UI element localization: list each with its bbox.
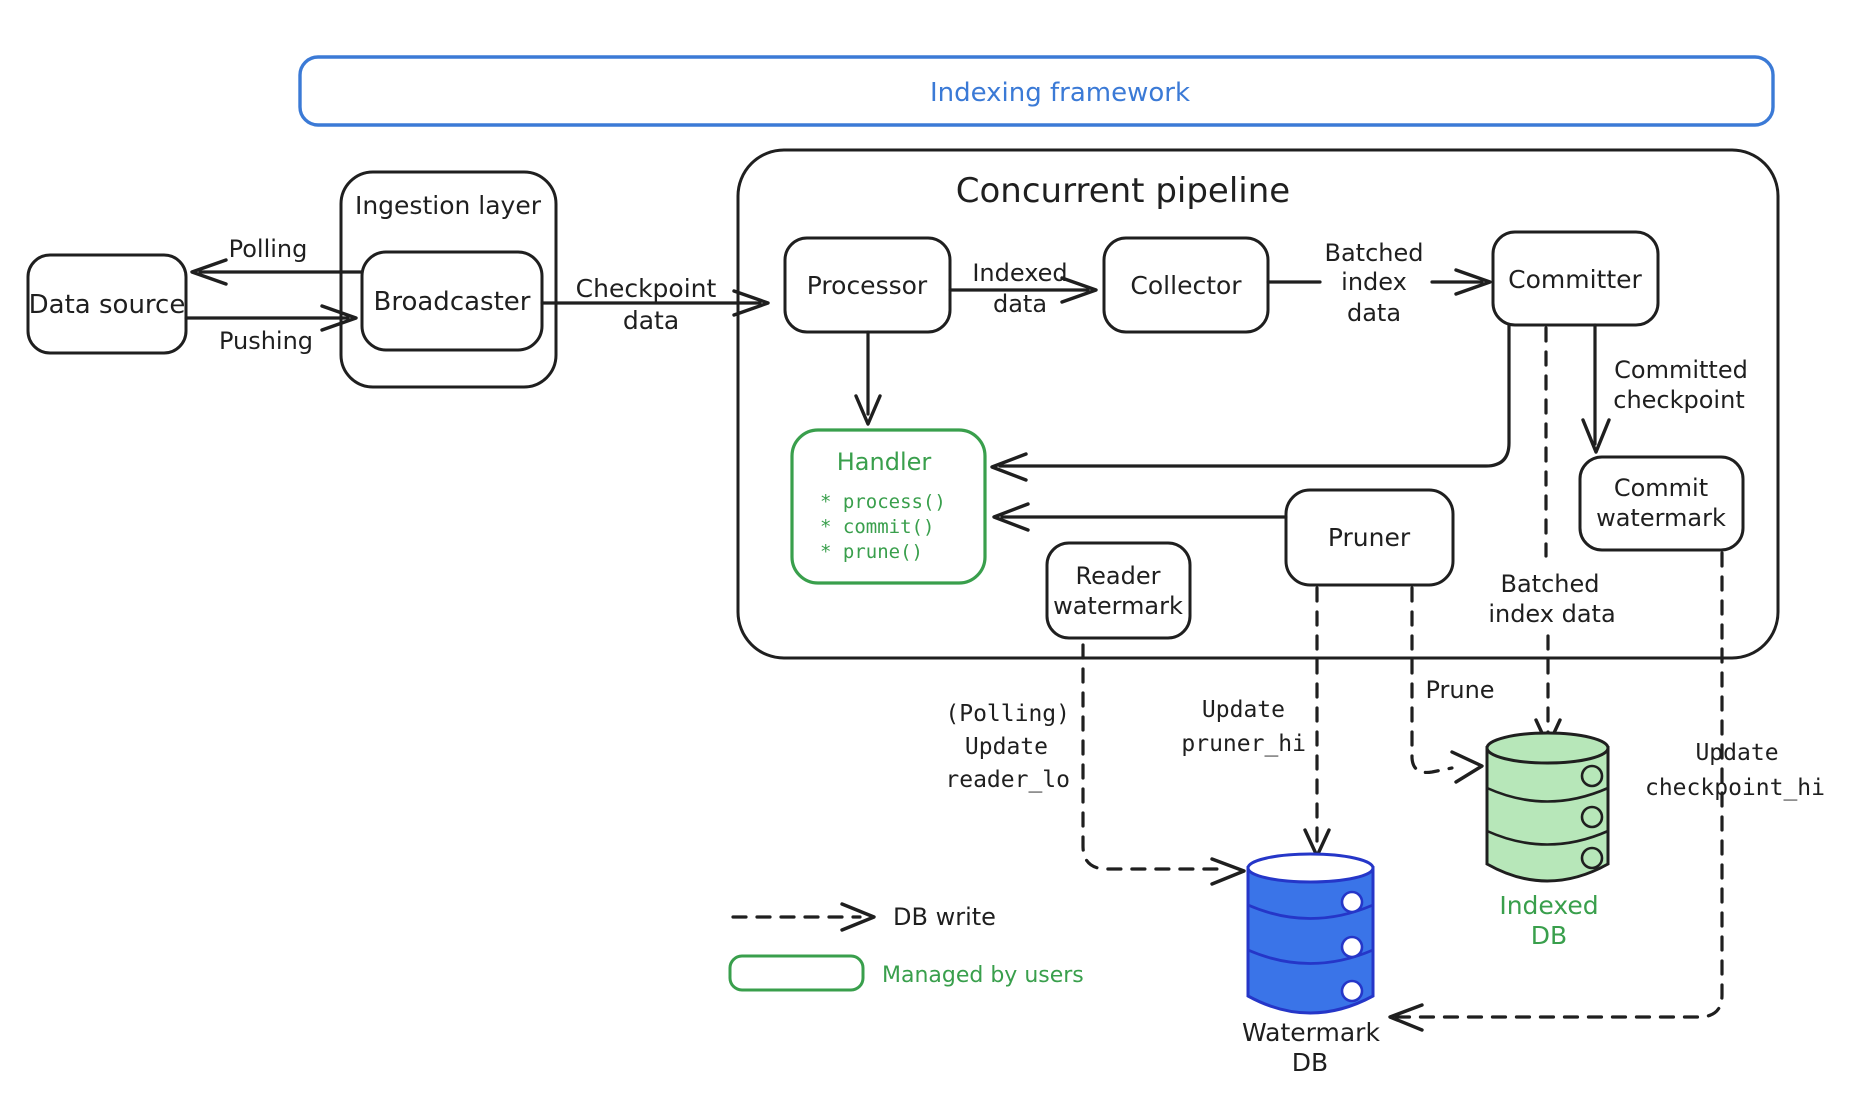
broadcaster-box (360, 250, 544, 352)
update-pruner-hi-edge: Update pruner_hi (1181, 586, 1331, 858)
prune-label: Prune (1425, 676, 1494, 704)
watermark-db-dot-2 (1340, 935, 1364, 959)
pruner-box (1284, 488, 1455, 587)
pruner-to-handler-arrow (992, 502, 1288, 532)
broadcaster-node: Broadcaster (360, 250, 544, 352)
watermark-db-dot-3 (1340, 979, 1364, 1003)
committer-to-handler-arrow (990, 323, 1511, 482)
commit-watermark-node: Commit watermark (1578, 455, 1745, 552)
pushing-arrow: Pushing (184, 304, 358, 355)
ingestion-layer-label: Ingestion layer (355, 191, 542, 220)
checkpoint-data-arrow: Checkpoint data (540, 274, 770, 335)
concurrent-pipeline-box (736, 148, 1780, 660)
legend-user-box-swatch (728, 954, 865, 992)
handler-method-process: * process() (820, 491, 946, 513)
indexed-db-label-2: DB (1531, 921, 1567, 950)
polling-arrow: Polling (190, 235, 364, 286)
indexing-framework-frame: Indexing framework (298, 55, 1775, 127)
indexed-db-dot-2 (1580, 805, 1604, 829)
batched-index-data-top-1: Batched (1325, 239, 1424, 267)
indexed-db-label-1: Indexed (1499, 891, 1598, 920)
batched-index-data-bottom-1: Batched (1501, 570, 1600, 598)
collector-box (1102, 236, 1270, 334)
legend-managed-by-users: Managed by users (728, 954, 1084, 992)
update-checkpoint-hi-label-1: Update (1695, 740, 1778, 766)
ingestion-layer-node: Ingestion layer Broadcaster (339, 170, 558, 389)
indexing-framework-title: Indexing framework (930, 78, 1190, 108)
batched-index-data-arrow: Batched index data (1266, 239, 1492, 327)
commit-watermark-box (1578, 455, 1745, 552)
handler-title: Handler (837, 448, 932, 476)
watermark-db: Watermark DB (1242, 852, 1380, 1077)
handler-method-commit: * commit() (820, 516, 934, 538)
committed-checkpoint-arrow: Committed checkpoint (1581, 323, 1748, 454)
concurrent-pipeline-title: Concurrent pipeline (956, 171, 1290, 211)
update-pruner-hi-label-1: Update (1202, 697, 1285, 723)
data-source-node: Data source (26, 253, 188, 355)
processor-label: Processor (807, 271, 928, 300)
indexed-db-dot-3 (1580, 846, 1604, 870)
pruner-node: Pruner (1284, 488, 1455, 587)
polling-label: Polling (229, 235, 308, 263)
indexed-db-top (1485, 731, 1610, 765)
pushing-label: Pushing (219, 327, 313, 355)
reader-watermark-node: Reader watermark (1045, 541, 1192, 640)
checkpoint-data-label-2: data (623, 306, 679, 335)
legend-managed-by-users-label: Managed by users (882, 963, 1084, 988)
legend: DB write Managed by users (728, 902, 1084, 992)
commit-watermark-label-2: watermark (1596, 504, 1726, 532)
prune-edge: Prune (1410, 586, 1495, 784)
indexed-data-label-1: Indexed (972, 259, 1067, 287)
indexed-data-label-2: data (993, 290, 1047, 318)
batched-index-data-top-3: data (1347, 299, 1401, 327)
update-reader-lo-label-2: Update (965, 734, 1048, 760)
update-reader-lo-label-3: reader_lo (945, 767, 1070, 793)
concurrent-pipeline: Concurrent pipeline (736, 148, 1780, 660)
committed-checkpoint-label-2: checkpoint (1613, 386, 1744, 414)
pruner-label: Pruner (1328, 523, 1411, 552)
collector-node: Collector (1102, 236, 1270, 334)
watermark-db-dot-1 (1340, 890, 1364, 914)
update-reader-lo-label-1: (Polling) (945, 701, 1070, 727)
collector-label: Collector (1130, 271, 1242, 300)
processor-to-handler-arrow (854, 330, 882, 426)
data-source-label: Data source (29, 290, 186, 320)
data-source-box (26, 253, 188, 355)
batched-index-data-top-2: index (1341, 268, 1407, 296)
committer-label: Committer (1508, 265, 1642, 294)
indexed-db-dot-1 (1580, 764, 1604, 788)
watermark-db-label-1: Watermark (1242, 1018, 1380, 1047)
legend-db-write-label: DB write (893, 903, 996, 931)
handler-box (790, 428, 987, 585)
processor-node: Processor (783, 236, 952, 334)
ingestion-layer-box (339, 170, 558, 389)
broadcaster-label: Broadcaster (374, 287, 531, 317)
watermark-db-top (1246, 852, 1375, 884)
update-pruner-hi-label-2: pruner_hi (1181, 731, 1306, 757)
reader-watermark-box (1045, 541, 1192, 640)
handler-node: Handler * process() * commit() * prune() (790, 428, 987, 585)
batched-index-data-bottom-2: index data (1488, 600, 1615, 628)
handler-method-prune: * prune() (820, 541, 923, 563)
indexing-framework-box (298, 55, 1775, 127)
indexed-db: Indexed DB (1485, 731, 1610, 950)
update-reader-lo-edge: (Polling) Update reader_lo (945, 643, 1246, 886)
update-checkpoint-hi-label-2: checkpoint_hi (1645, 775, 1825, 801)
batched-index-data-edge: Batched index data (1488, 326, 1616, 748)
committer-box (1491, 230, 1660, 327)
committer-node: Committer (1491, 230, 1660, 327)
legend-db-write: DB write (731, 902, 996, 932)
indexed-db-divider-1 (1486, 786, 1609, 803)
checkpoint-data-label-1: Checkpoint (576, 274, 717, 303)
reader-watermark-label-2: watermark (1053, 592, 1183, 620)
reader-watermark-label-1: Reader (1076, 562, 1161, 590)
indexed-db-divider-2 (1486, 829, 1609, 846)
indexed-data-arrow: Indexed data (948, 259, 1098, 318)
committed-checkpoint-label-1: Committed (1614, 356, 1748, 384)
commit-watermark-label-1: Commit (1614, 474, 1708, 502)
watermark-db-label-2: DB (1292, 1048, 1328, 1077)
update-checkpoint-hi-edge: Update checkpoint_hi (1388, 551, 1825, 1032)
